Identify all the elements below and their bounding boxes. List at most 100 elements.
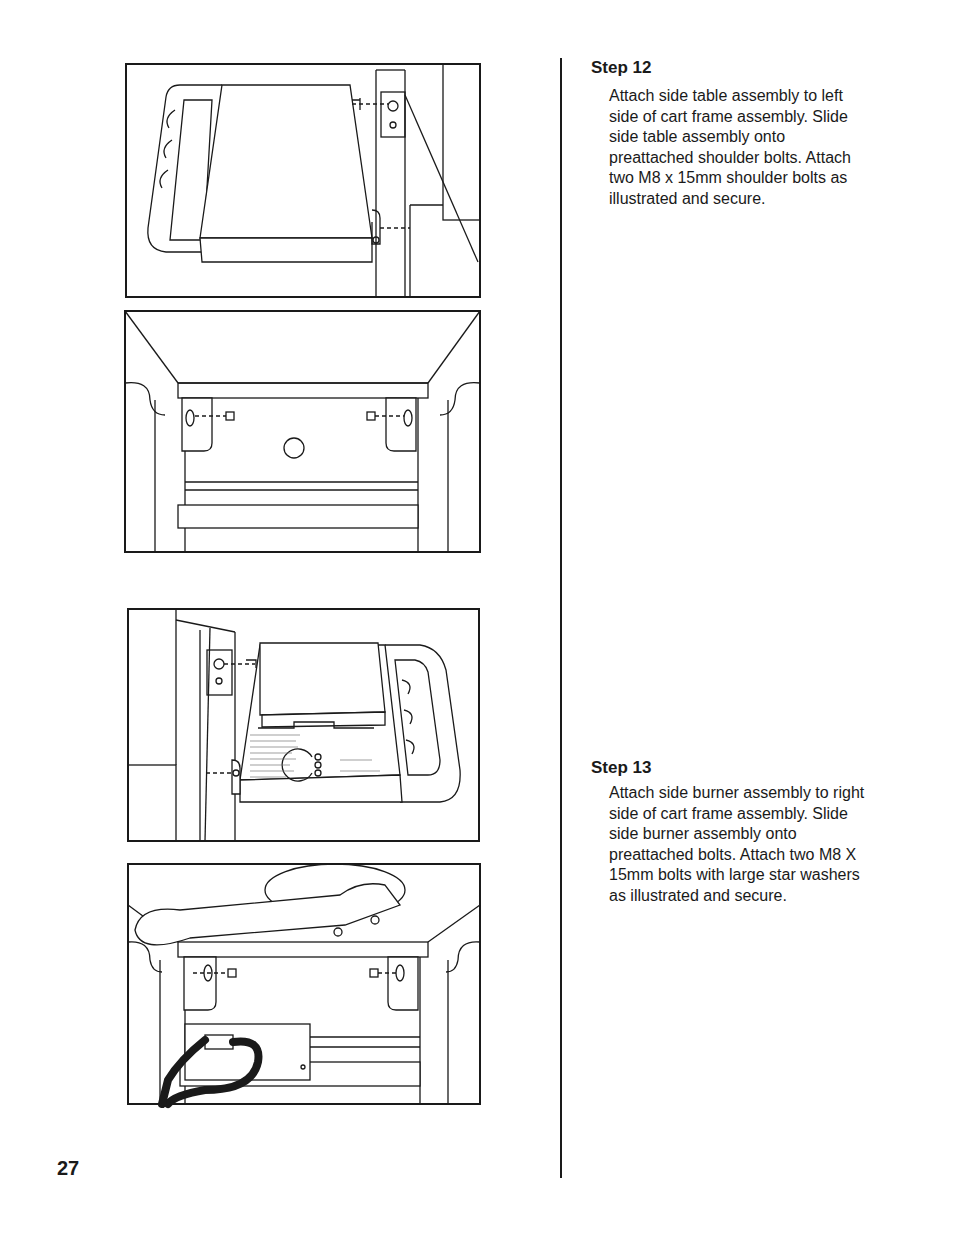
illustration-stroke: [125, 311, 480, 552]
side-burner-figure: [128, 609, 479, 841]
illustration-stroke: [200, 85, 372, 238]
illustration-stroke: [386, 398, 416, 451]
illustration-stroke: [178, 942, 428, 957]
illustration-stroke: [315, 754, 321, 760]
column-divider: [560, 58, 562, 1178]
illustration-stroke: [260, 643, 385, 715]
illustration-stroke: [250, 777, 286, 778]
illustration-stroke: [128, 942, 162, 972]
page-number: 27: [57, 1157, 79, 1179]
illustration-stroke: [178, 505, 418, 528]
illustration-stroke: [182, 398, 212, 451]
illustration-stroke: [216, 678, 222, 684]
illustration-stroke: [160, 110, 175, 188]
illustration-stroke: [388, 957, 418, 1010]
illustration-stroke: [340, 771, 380, 772]
illustration-stroke: [396, 965, 404, 981]
illustration-stroke: [250, 753, 292, 754]
illustration-stroke: [240, 775, 402, 802]
illustration-stroke: [135, 884, 400, 945]
illustration-stroke: [334, 928, 342, 936]
illustration-stroke: [184, 957, 216, 1010]
illustration-stroke: [207, 650, 232, 695]
illustration-stroke: [206, 772, 234, 773]
illustration-stroke: [417, 398, 418, 552]
illustration-stroke: [409, 205, 410, 297]
illustration-stroke: [128, 609, 479, 841]
step-heading: Step 13: [591, 758, 651, 778]
illustration-stroke: [159, 960, 160, 1104]
illustration-stroke: [402, 680, 414, 754]
illustration-stroke: [154, 400, 155, 552]
illustration-stroke: [443, 64, 480, 220]
illustration-stroke: [446, 942, 480, 972]
illustration-stroke: [395, 660, 440, 775]
illustration-stroke: [226, 412, 234, 420]
illustration-stroke: [372, 210, 380, 244]
side-table-figure: [126, 64, 480, 297]
illustration-stroke: [228, 969, 236, 977]
illustration-stroke: [125, 383, 165, 415]
illustration-stroke: [185, 481, 418, 482]
illustration-stroke: [390, 122, 396, 128]
illustration-stroke: [447, 960, 448, 1104]
illustration-stroke: [352, 98, 360, 110]
illustration-stroke: [428, 311, 480, 383]
illustration-stroke: [128, 765, 176, 841]
illustration-stroke: [176, 620, 235, 632]
illustration-stroke: [195, 415, 226, 416]
step-instructions: Attach side burner assembly to right sid…: [609, 783, 867, 907]
step-heading: Step 12: [591, 58, 651, 78]
illustration-stroke: [373, 237, 379, 243]
illustration-stroke: [258, 722, 374, 728]
illustration-stroke: [315, 770, 321, 776]
illustration-stroke: [185, 489, 418, 490]
illustration-stroke: [381, 92, 405, 137]
illustration-stroke: [175, 609, 176, 765]
illustration-stroke: [440, 383, 480, 415]
illustration-stroke: [315, 762, 321, 768]
illustration-stroke: [447, 400, 448, 552]
illustration-stroke: [185, 1024, 310, 1080]
illustration-stroke: [250, 735, 300, 736]
illustration-stroke: [428, 905, 480, 942]
illustration-stroke: [405, 95, 478, 262]
illustration-stroke: [246, 660, 256, 668]
illustration-stroke: [367, 412, 375, 420]
illustration-stroke: [250, 741, 296, 742]
illustration-stroke: [125, 311, 178, 383]
table-underside-figure: [125, 311, 480, 552]
illustration-stroke: [186, 410, 194, 426]
illustration-stroke: [284, 438, 304, 458]
illustration-stroke: [376, 69, 405, 70]
illustration-stroke: [205, 1035, 233, 1049]
illustration-stroke: [262, 712, 385, 727]
illustration-stroke: [250, 759, 296, 760]
illustration-stroke: [378, 972, 396, 973]
illustration-stroke: [340, 760, 372, 761]
illustration-stroke: [388, 101, 398, 111]
illustration-stroke: [370, 969, 378, 977]
illustration-stroke: [126, 64, 480, 297]
illustration-stroke: [232, 760, 240, 794]
illustration-stroke: [224, 663, 255, 664]
illustration-stroke: [178, 383, 428, 398]
illustration-stroke: [233, 770, 239, 776]
illustration-stroke: [352, 103, 388, 104]
illustration-stroke: [200, 238, 372, 262]
step-instructions: Attach side table assembly to left side …: [609, 86, 867, 210]
illustration-stroke: [128, 864, 480, 1104]
burner-underside-figure: [128, 864, 480, 1104]
illustration-stroke: [380, 227, 410, 228]
illustration-stroke: [250, 771, 294, 772]
illustration-stroke: [199, 630, 200, 841]
illustration-stroke: [371, 916, 379, 924]
illustration-stroke: [404, 410, 412, 426]
illustration-stroke: [410, 204, 443, 205]
illustration-stroke: [375, 415, 404, 416]
illustration-stroke: [250, 765, 290, 766]
illustration-stroke: [168, 1041, 258, 1104]
illustration-stroke: [193, 972, 228, 973]
illustration-stroke: [162, 1040, 205, 1104]
illustration-stroke: [301, 1065, 305, 1069]
